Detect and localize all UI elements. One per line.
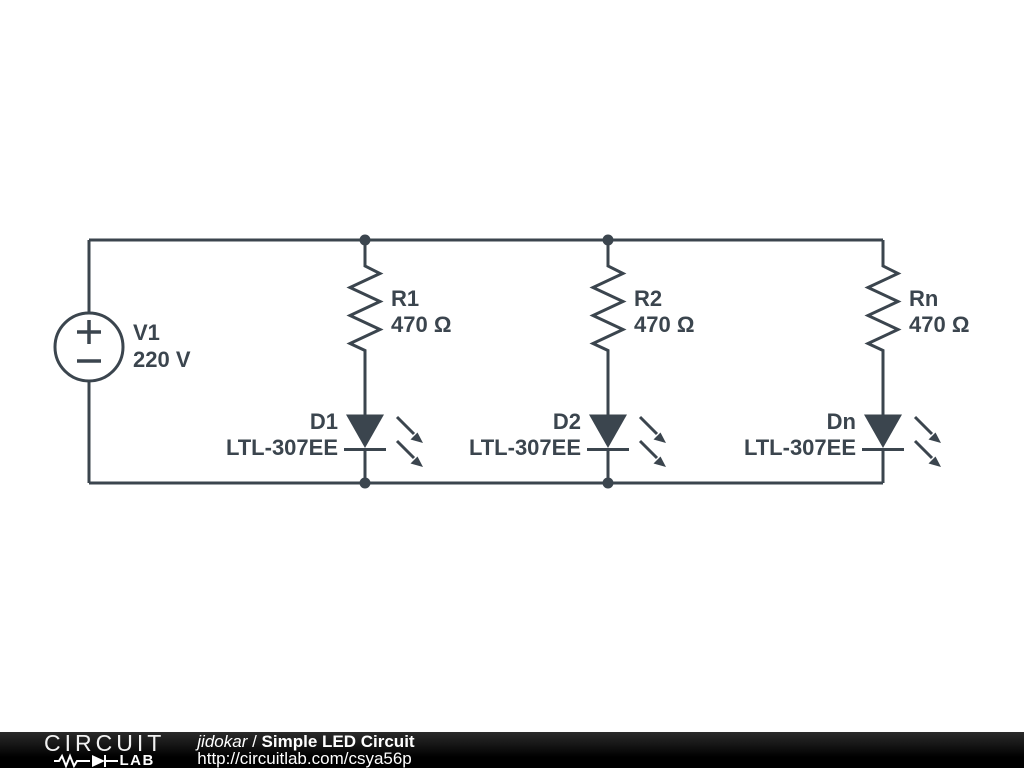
circuit-schematic: V1 220 V R1 470 Ω D1 LTL-307EE R2 470 Ω … bbox=[53, 234, 969, 489]
junction-dot bbox=[359, 477, 371, 489]
junction-dot bbox=[602, 477, 614, 489]
led-name-label: D1 bbox=[310, 409, 338, 434]
circuitlab-logo: CIRCUIT LAB bbox=[44, 730, 166, 769]
junction-dot bbox=[602, 234, 614, 246]
circuit-url: http://circuitlab.com/csya56p bbox=[197, 749, 412, 768]
credit-line: jidokar / Simple LED Circuit bbox=[197, 731, 415, 751]
led-part-label: LTL-307EE bbox=[469, 435, 581, 460]
led-name-label: Dn bbox=[827, 409, 856, 434]
resistor-name-label: Rn bbox=[909, 286, 938, 311]
led-part-label: LTL-307EE bbox=[226, 435, 338, 460]
resistor-led-graphic bbox=[342, 238, 425, 485]
voltage-source-circle bbox=[53, 311, 125, 383]
resistor-value-label: 470 Ω bbox=[391, 312, 451, 337]
resistor-led-graphic bbox=[585, 238, 668, 485]
circuit-title: Simple LED Circuit bbox=[261, 731, 415, 751]
logo-lab-text: LAB bbox=[119, 752, 155, 769]
branch-r1-d1: R1 470 Ω D1 LTL-307EE bbox=[226, 238, 451, 485]
resistor-value-label: 470 Ω bbox=[909, 312, 969, 337]
resistor-name-label: R2 bbox=[634, 286, 662, 311]
source-name-label: V1 bbox=[133, 320, 160, 345]
led-part-label: LTL-307EE bbox=[744, 435, 856, 460]
led-name-label: D2 bbox=[553, 409, 581, 434]
credit-separator: / bbox=[247, 731, 262, 751]
author-name: jidokar bbox=[197, 731, 248, 751]
plus-sign-icon bbox=[77, 320, 101, 344]
resistor-value-label: 470 Ω bbox=[634, 312, 694, 337]
resistor-diode-icon bbox=[54, 752, 119, 769]
footer-bar: CIRCUIT LAB jidokar / Simple LED Circuit… bbox=[0, 730, 1024, 769]
source-value-label: 220 V bbox=[133, 347, 191, 372]
logo-wordmark: CIRCUIT bbox=[44, 730, 166, 756]
branch-rn-dn: Rn 470 Ω Dn LTL-307EE bbox=[744, 238, 969, 485]
resistor-led-graphic bbox=[860, 238, 943, 485]
branch-r2-d2: R2 470 Ω D2 LTL-307EE bbox=[469, 238, 694, 485]
resistor-name-label: R1 bbox=[391, 286, 419, 311]
voltage-source-v1: V1 220 V bbox=[53, 311, 191, 383]
logo-schematic-row: LAB bbox=[54, 752, 155, 769]
credit-block: jidokar / Simple LED Circuit http://circ… bbox=[197, 731, 415, 768]
junction-dot bbox=[359, 234, 371, 246]
